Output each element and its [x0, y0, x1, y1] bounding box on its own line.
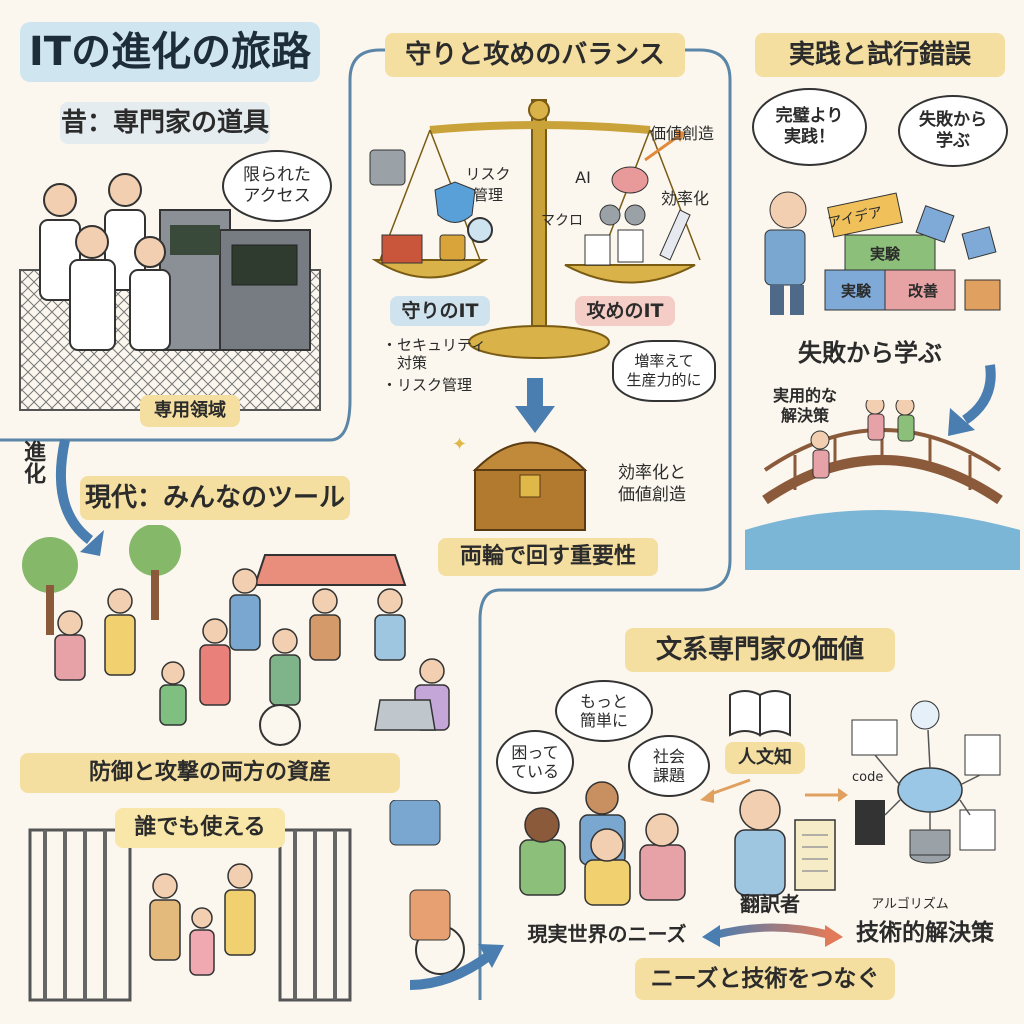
bridge-label: 実用的な 解決策	[772, 386, 837, 425]
efficiency-label: 効率化	[660, 189, 709, 208]
needs-label: 現実世界のニーズ	[527, 922, 687, 946]
tech-network	[851, 700, 1001, 864]
practice-bubble-1: 完璧より 実践！	[752, 88, 867, 166]
practice-heading: 実践と試行錯誤	[755, 33, 1005, 77]
needs-bubble-1: 困って ている	[496, 730, 574, 794]
ai-label: AI	[575, 168, 591, 187]
present-to-humanities-arrow	[409, 944, 504, 990]
balance-heading: 守りと攻めのバランス	[385, 33, 685, 77]
down-arrow	[515, 378, 555, 433]
balance-conclusion: 両輪で回す重要性	[438, 538, 658, 576]
needs-bubble-2: もっと 簡単に	[555, 680, 653, 742]
needs-bubble-1-text: 困って ている	[510, 743, 559, 781]
macro-label: マクロ	[541, 213, 583, 229]
translator-label: 翻訳者	[740, 892, 800, 916]
present-illustration	[22, 525, 450, 746]
balance-scale	[369, 99, 701, 359]
evolution-arrow	[55, 438, 104, 556]
past-area-label: 専用領域	[140, 395, 240, 427]
bullet-security: ・セキュリティ 対策	[382, 336, 487, 372]
connect-arrow	[702, 923, 843, 947]
productivity-bubble: 増率えて 生産力的に	[612, 340, 716, 402]
defense-bullets: ・セキュリティ 対策 ・リスク管理	[382, 336, 512, 394]
practice-arrow	[948, 364, 996, 436]
book-icon	[729, 690, 791, 737]
asset-label: 防御と攻撃の両方の資産	[20, 753, 400, 793]
needs-bubble-3: 社会 課題	[628, 735, 710, 797]
solution-label: 技術的解決策	[856, 920, 994, 946]
past-heading: 昔：専門家の道具	[60, 102, 270, 144]
practice-lesson: 失敗から学ぶ	[798, 339, 942, 367]
practice-bubble-2-text: 失敗から 学ぶ	[919, 110, 987, 151]
evolution-label: 進化	[20, 440, 45, 484]
needs-bubble-2-text: もっと 簡単に	[579, 692, 628, 730]
past-access-text: 限られた アクセス	[243, 165, 311, 206]
treasure-chest: ✦	[452, 434, 588, 531]
chest-label: 効率化と 価値創造	[618, 463, 686, 505]
practice-bubble-2: 失敗から 学ぶ	[898, 95, 1008, 167]
gate-label: 誰でも使える	[115, 808, 285, 848]
humanities-knowledge-label: 人文知	[725, 742, 805, 774]
value-creation-label: 価値創造	[649, 124, 714, 143]
needs-bubble-3-text: 社会 課題	[652, 747, 685, 785]
block-experiment-1: 実験	[869, 245, 900, 263]
page-title: ITの進化の旅路	[20, 22, 320, 82]
gate-illustration	[28, 800, 465, 1002]
offensive-it-label: 攻めのIT	[575, 296, 675, 326]
algorithm-label: アルゴリズム	[871, 897, 949, 912]
blocks-illustration	[764, 191, 1001, 315]
block-experiment-2: 実験	[840, 282, 871, 300]
bullet-risk: ・リスク管理	[382, 376, 473, 394]
productivity-text: 増率えて 生産力的に	[626, 352, 702, 389]
practice-bubble-1-text: 完璧より 実践！	[775, 106, 844, 147]
block-improve: 改善	[907, 282, 938, 300]
present-heading: 現代：みんなのツール	[80, 476, 350, 520]
people-group	[519, 781, 686, 906]
code-label: code	[852, 770, 884, 785]
risk-management-label: リスク 管理	[465, 165, 511, 204]
past-access-bubble: 限られた アクセス	[222, 150, 332, 222]
past-illustration	[19, 173, 321, 411]
bridge-illustration	[745, 400, 1020, 570]
defensive-it-label: 守りのIT	[390, 296, 490, 326]
svg-text:✦: ✦	[452, 434, 467, 455]
translator-person	[700, 778, 848, 896]
humanities-heading: 文系専門家の価値	[625, 628, 895, 672]
connect-label: ニーズと技術をつなぐ	[635, 958, 895, 1000]
